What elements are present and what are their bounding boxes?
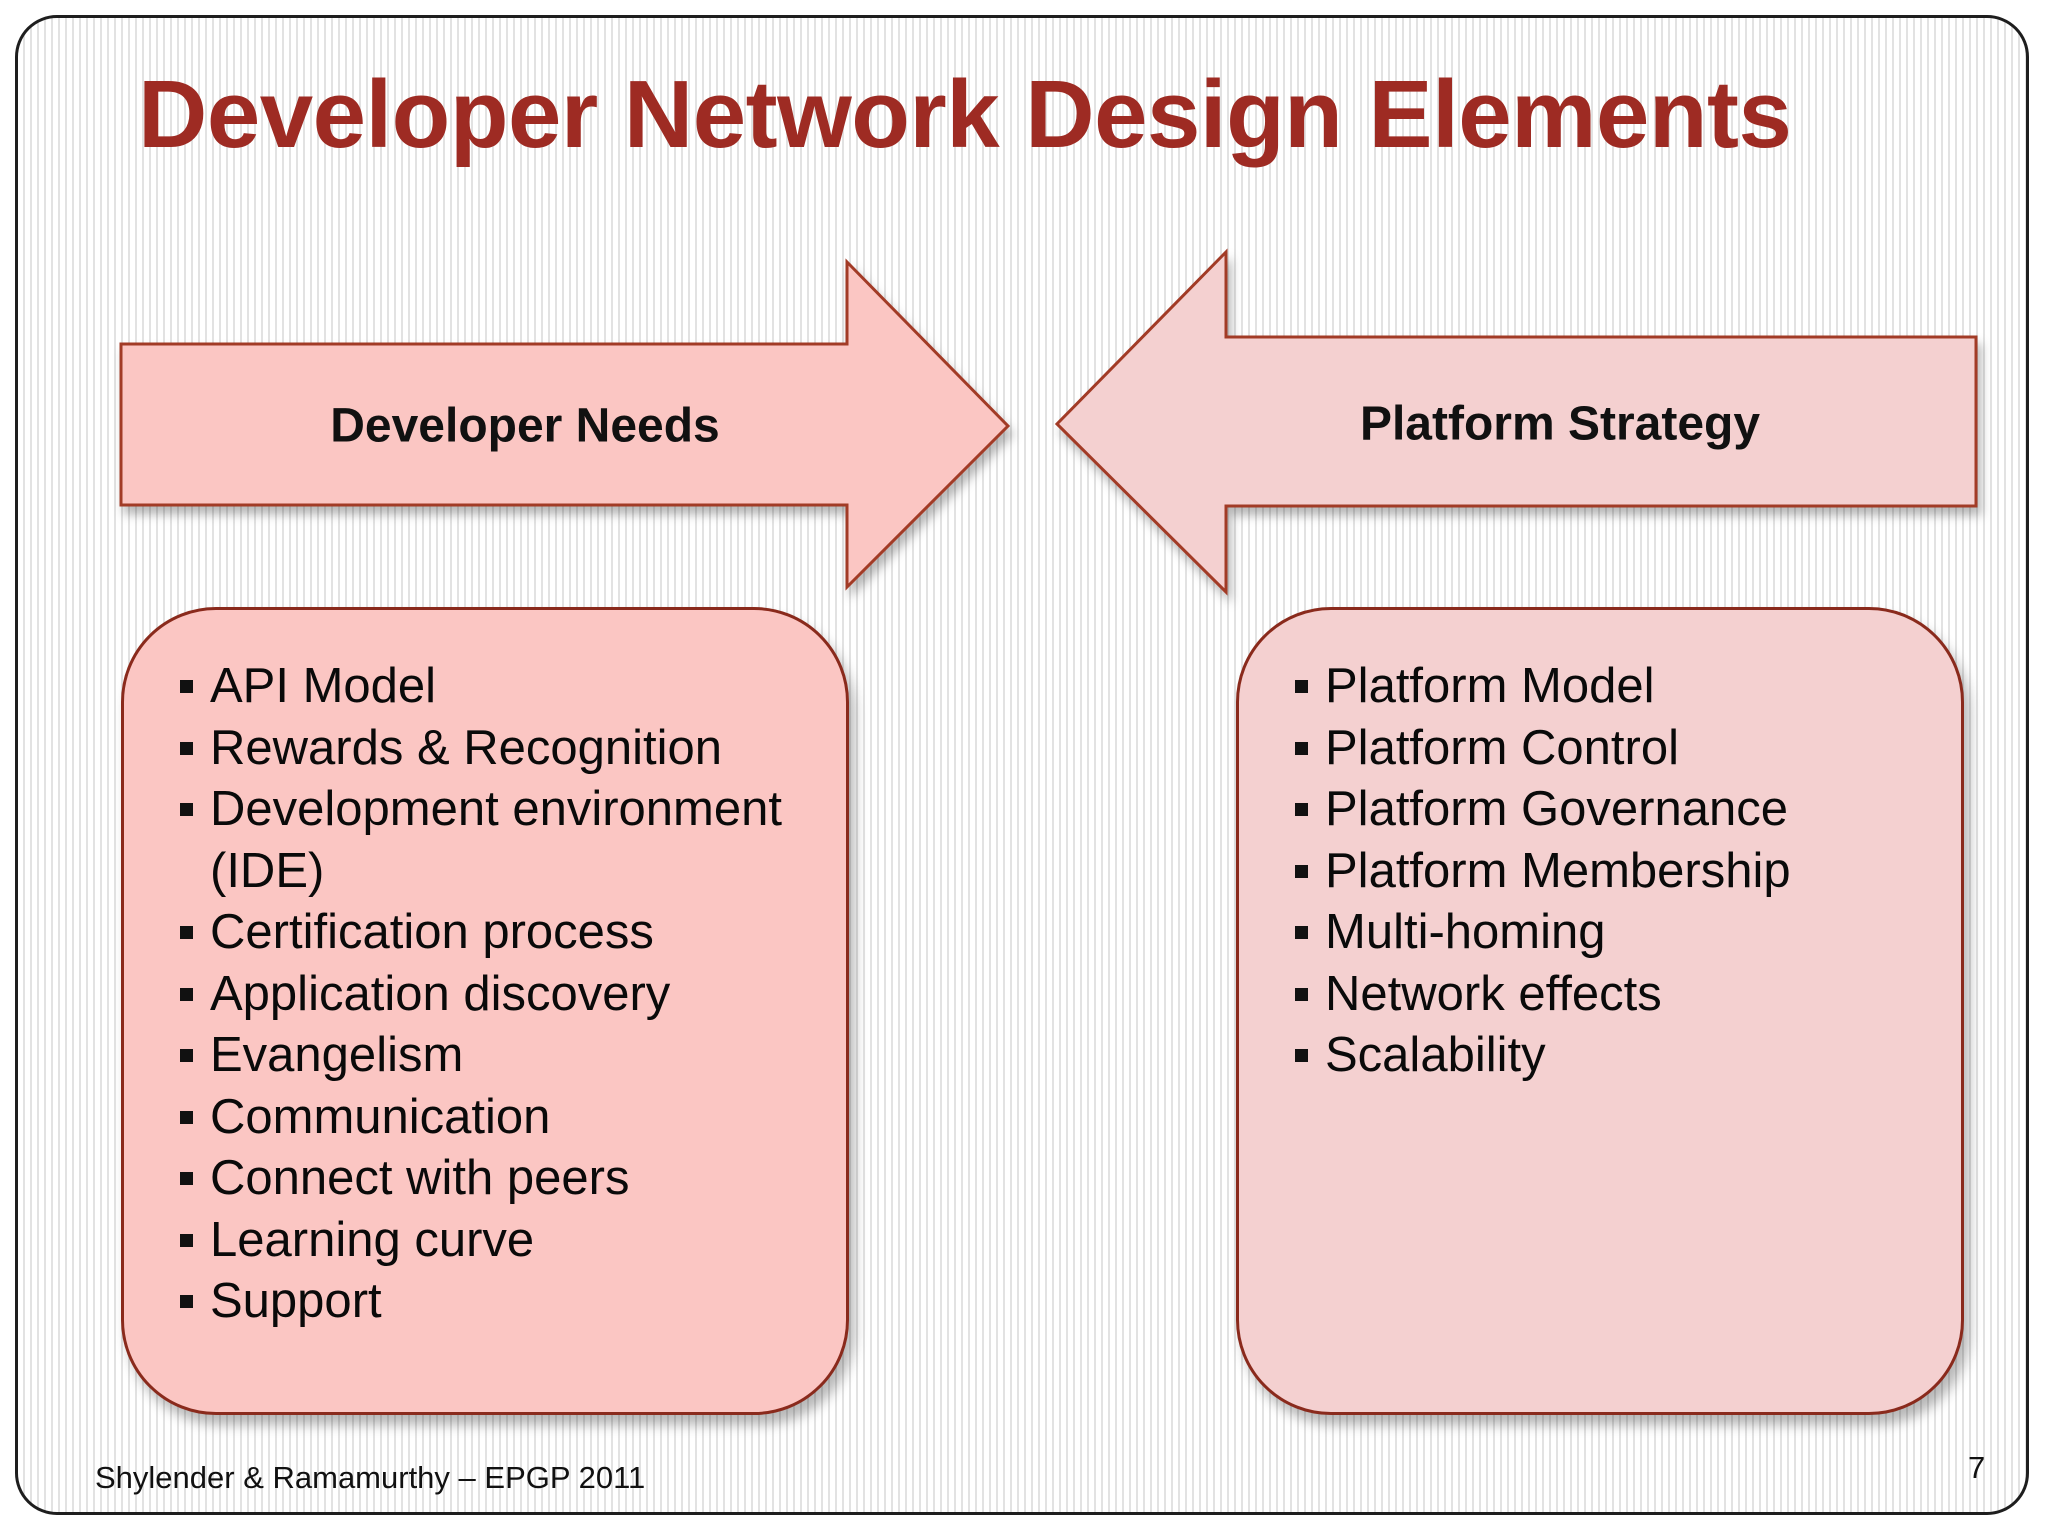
list-item: Platform Governance <box>1295 779 1941 841</box>
developer-needs-label: Developer Needs <box>330 399 720 453</box>
platform-strategy-box: Platform Model Platform Control Platform… <box>1236 607 1964 1415</box>
developer-needs-box: API Model Rewards & Recognition Developm… <box>121 607 849 1415</box>
list-item: Platform Model <box>1295 656 1941 718</box>
platform-strategy-list: Platform Model Platform Control Platform… <box>1295 656 1941 1087</box>
list-item: Support <box>180 1271 826 1333</box>
list-item: Certification process <box>180 902 826 964</box>
developer-needs-list: API Model Rewards & Recognition Developm… <box>180 656 826 1333</box>
list-item: Evangelism <box>180 1025 826 1087</box>
list-item: Learning curve <box>180 1210 826 1272</box>
list-item: Scalability <box>1295 1025 1941 1087</box>
list-item: Development environment (IDE) <box>180 779 826 902</box>
platform-strategy-label: Platform Strategy <box>1359 397 1761 451</box>
list-item: Communication <box>180 1087 826 1149</box>
slide-footer: Shylender & Ramamurthy – EPGP 2011 <box>95 1460 646 1495</box>
list-item: Connect with peers <box>180 1148 826 1210</box>
list-item: Multi-homing <box>1295 902 1941 964</box>
developer-needs-arrow <box>119 258 1011 591</box>
list-item: Rewards & Recognition <box>180 718 826 780</box>
list-item: API Model <box>180 656 826 718</box>
list-item: Application discovery <box>180 964 826 1026</box>
slide-title: Developer Network Design Elements <box>138 61 1792 168</box>
page-number: 7 <box>1968 1450 1986 1485</box>
list-item: Platform Control <box>1295 718 1941 780</box>
platform-strategy-arrow <box>1054 248 1978 596</box>
list-item: Platform Membership <box>1295 841 1941 903</box>
list-item: Network effects <box>1295 964 1941 1026</box>
